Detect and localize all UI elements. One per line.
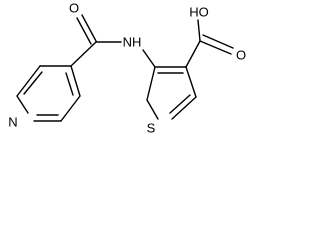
bond-acid-carbonyl-b <box>202 34 234 49</box>
bond-thio-2 <box>185 66 197 98</box>
atom-label-acid-oxygen: O <box>236 48 246 63</box>
bond-n-thiophene <box>142 49 156 68</box>
bond-amide-carbonyl-b <box>76 17 92 45</box>
atom-label-pyridine-nitrogen: N <box>8 115 17 130</box>
atom-label-hydroxyl: HO <box>189 5 209 20</box>
bond-amide-carbonyl-a <box>81 14 97 42</box>
atom-label-sulfur: S <box>147 121 156 136</box>
atom-label-amide-nitrogen: NH <box>123 35 142 50</box>
bond-thio-4 <box>146 99 159 120</box>
molecule-structure-diagram: O NH HO O S N <box>8 1 246 136</box>
bond-thio-5 <box>146 66 156 101</box>
bond-amide-pyridine <box>70 41 97 67</box>
atom-labels: O NH HO O S N <box>8 1 246 136</box>
bond-pyr-2 <box>60 95 81 122</box>
bond-pyr-1-inner <box>65 72 74 96</box>
bond-acid-c-ring <box>185 40 201 68</box>
bond-pyr-5 <box>16 65 41 97</box>
bond-lines <box>16 14 234 122</box>
bond-acid-c-oh <box>197 19 201 42</box>
bond-pyr-4 <box>16 95 29 114</box>
bond-pyr-1 <box>70 65 81 97</box>
atom-label-amide-oxygen: O <box>69 1 79 16</box>
bond-thio-3-inner <box>169 94 191 114</box>
bond-thio-3 <box>171 96 197 120</box>
bond-acid-carbonyl-a <box>199 40 232 55</box>
bond-pyr-5-inner <box>23 71 43 95</box>
